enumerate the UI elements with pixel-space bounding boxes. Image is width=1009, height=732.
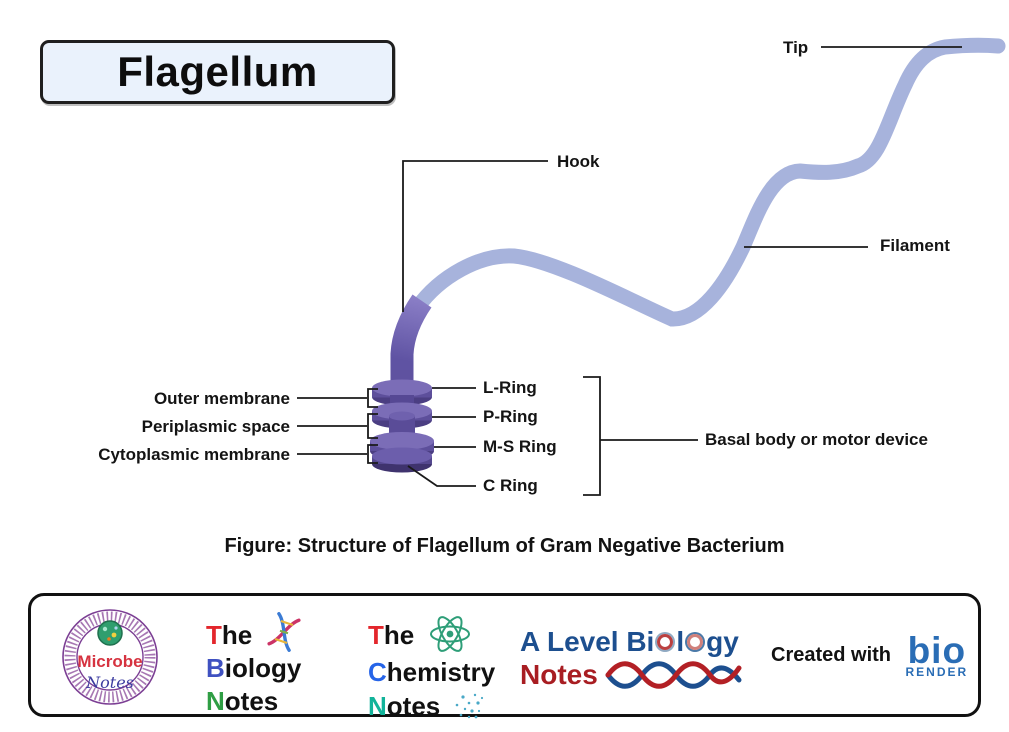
alevel-text-2: l: [676, 626, 685, 657]
label-outer-membrane: Outer membrane: [153, 389, 290, 408]
created-with-biorender: Created with bio RENDER: [771, 630, 969, 679]
letter-n: N: [368, 691, 387, 721]
filament-shape: [409, 37, 1006, 327]
figure-caption: Figure: Structure of Flagellum of Gram N…: [224, 535, 785, 557]
letter-b: B: [206, 653, 225, 683]
word-he: he: [383, 620, 415, 650]
dna-wreath-icon: Microbe Notes: [62, 609, 158, 705]
biology-line-3: Notes: [206, 685, 303, 718]
biorender-wordmark: bio: [907, 630, 967, 671]
word-iology: iology: [224, 653, 302, 683]
globe-icon: [97, 620, 123, 646]
alevel-notes-text: Notes: [520, 659, 598, 690]
biology-line-1: The: [206, 612, 303, 652]
basal-body-structure: [370, 370, 434, 473]
microbe-wordmark: Microbe: [77, 652, 142, 671]
microbe-notes-logo: Microbe Notes: [58, 602, 162, 717]
word-hemistry: hemistry: [386, 657, 496, 687]
chemistry-line-1: The: [368, 612, 495, 656]
letter-n: N: [206, 686, 225, 716]
label-p-ring: P-Ring: [483, 407, 538, 426]
helix-strand-icon: [605, 661, 742, 689]
alevel-text-1: A Level Bi: [520, 626, 655, 657]
footer-logo-strip: Microbe Notes The Biology: [28, 593, 981, 721]
letter-t: T: [206, 620, 222, 650]
alevel-text-3: gy: [706, 626, 739, 657]
biorender-sub: RENDER: [905, 665, 969, 679]
label-ms-ring: M-S Ring: [483, 437, 557, 456]
ring-o-icon: [687, 634, 704, 650]
created-with-text: Created with: [771, 644, 892, 667]
scatter-dots-icon: [456, 693, 484, 719]
label-basal-body: Basal body or motor device: [705, 430, 928, 449]
label-tip: Tip: [783, 38, 809, 57]
label-c-ring: C Ring: [483, 476, 538, 495]
word-he: he: [221, 620, 253, 650]
letter-c: C: [368, 657, 387, 687]
word-otes: otes: [224, 686, 279, 716]
label-hook: Hook: [557, 152, 600, 171]
dna-helix-icon: [267, 612, 302, 652]
biorender-logo: bio RENDER: [905, 630, 969, 679]
biology-line-2: Biology: [206, 652, 303, 685]
label-l-ring: L-Ring: [483, 378, 537, 397]
page-title: Flagellum: [117, 48, 318, 95]
flagellum-illustration: [297, 37, 1006, 496]
ring-o-icon: [657, 634, 674, 650]
title-box: Flagellum: [40, 40, 395, 104]
chemistry-line-3: Notes: [368, 689, 495, 723]
label-filament: Filament: [880, 236, 950, 255]
alevel-line-2: Notes: [520, 658, 744, 692]
leader-lines: [297, 46, 962, 496]
the-biology-notes-logo: The Biology Notes: [206, 612, 303, 718]
atom-icon: [430, 616, 471, 652]
chemistry-line-2: Chemistry: [368, 656, 495, 689]
label-periplasmic-space: Periplasmic space: [141, 417, 290, 436]
word-otes: otes: [386, 691, 441, 721]
microbe-notes-wordmark: Notes: [85, 673, 134, 692]
hook-shape: [390, 294, 432, 386]
letter-t: T: [368, 620, 384, 650]
label-cytoplasmic-membrane: Cytoplasmic membrane: [98, 445, 290, 464]
the-chemistry-notes-logo: The Chemistry Notes: [368, 612, 495, 723]
